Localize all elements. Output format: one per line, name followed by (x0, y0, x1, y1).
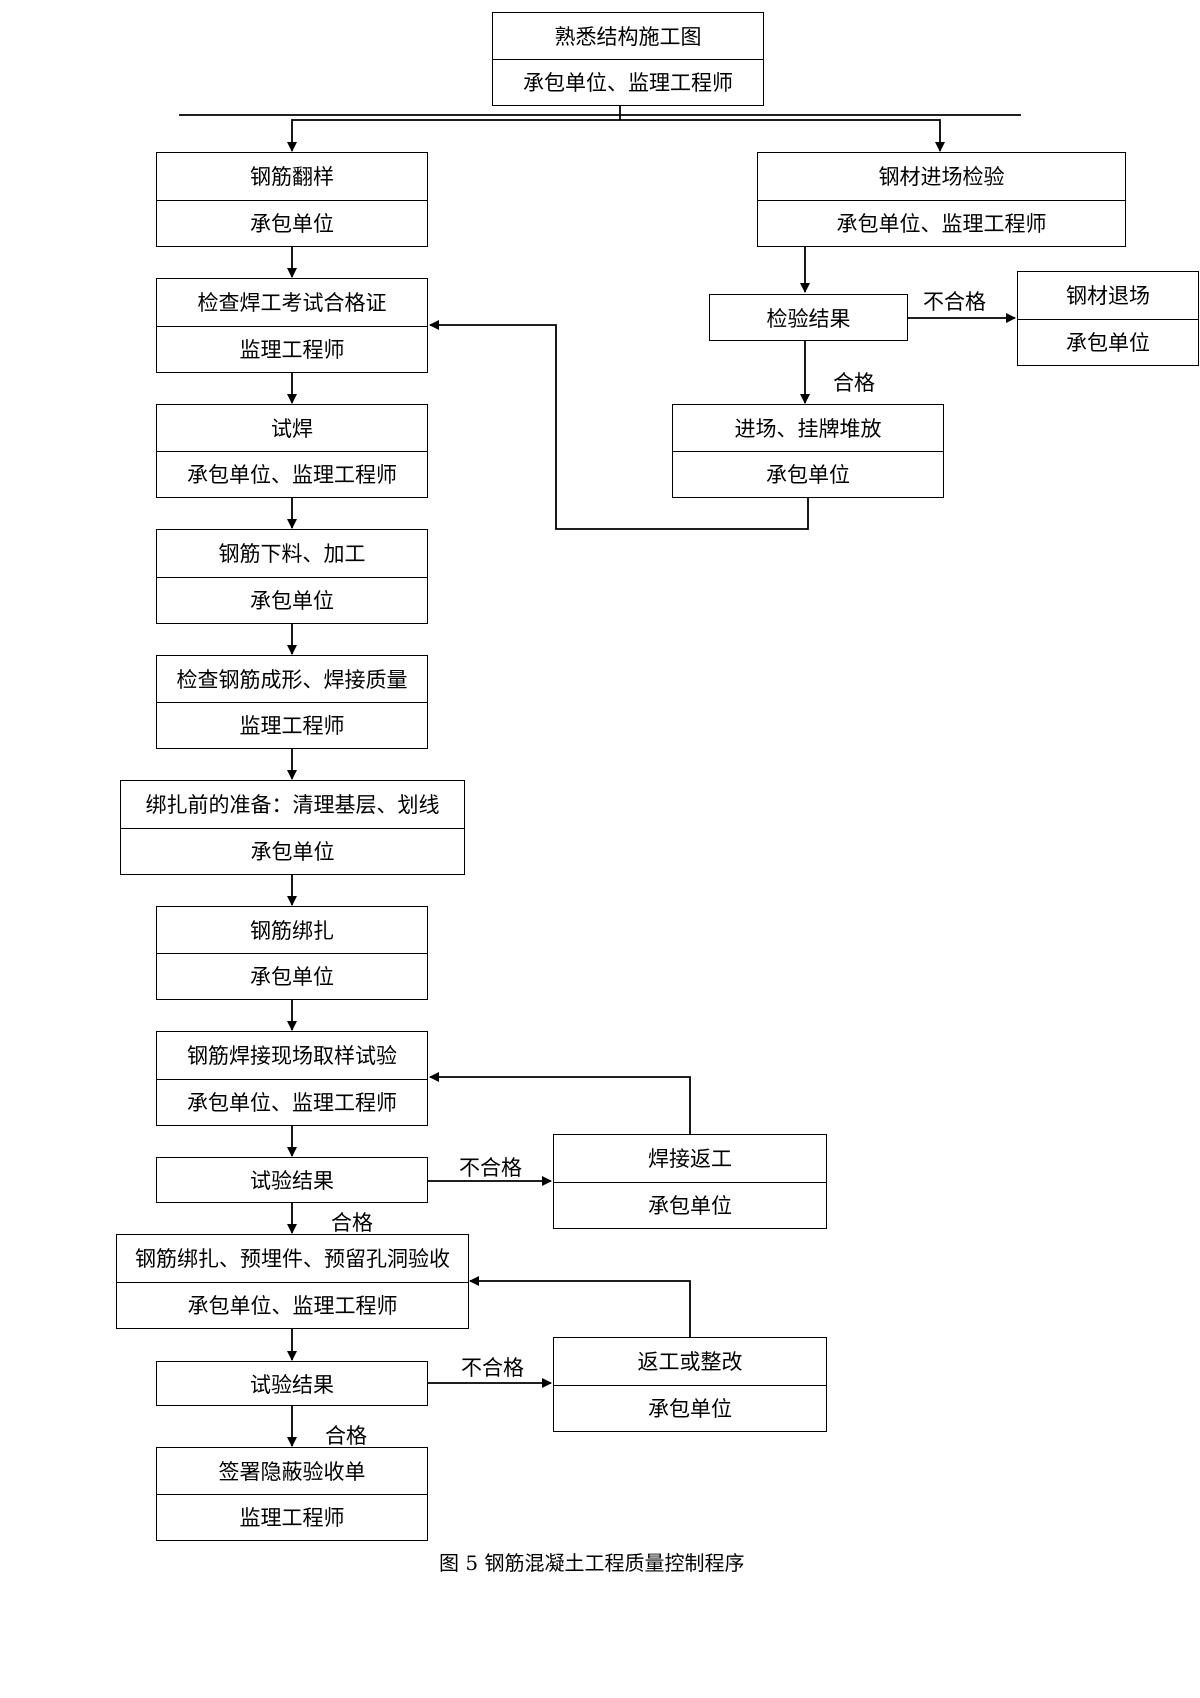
node-title: 检查钢筋成形、焊接质量 (157, 656, 427, 703)
node-rebar-detailing: 钢筋翻样 承包单位 (156, 152, 428, 247)
label-material-fail: 不合格 (923, 290, 986, 314)
node-title: 钢材进场检验 (758, 153, 1125, 201)
node-site-storage: 进场、挂牌堆放 承包单位 (672, 404, 944, 498)
node-trial-weld: 试焊 承包单位、监理工程师 (156, 404, 428, 498)
node-title: 钢筋绑扎 (157, 907, 427, 954)
node-binding-acceptance: 钢筋绑扎、预埋件、预留孔洞验收 承包单位、监理工程师 (116, 1234, 469, 1329)
node-weld-rework: 焊接返工 承包单位 (553, 1134, 827, 1229)
node-binding-prep: 绑扎前的准备：清理基层、划线 承包单位 (120, 780, 465, 875)
node-weld-test-result: 试验结果 (156, 1157, 428, 1203)
conn-split-n3 (620, 119, 945, 152)
node-steel-rejected: 钢材退场 承包单位 (1017, 271, 1199, 366)
node-role: 承包单位、监理工程师 (836, 211, 1047, 236)
node-role: 承包单位、监理工程师 (187, 1090, 397, 1115)
figure-caption: 图 5 钢筋混凝土工程质量控制程序 (439, 1551, 745, 1575)
label-accept-pass: 合格 (325, 1424, 367, 1448)
node-title: 钢筋翻样 (157, 153, 427, 201)
node-title: 钢筋下料、加工 (157, 530, 427, 578)
node-role: 承包单位、监理工程师 (523, 71, 733, 95)
node-read-drawings: 熟悉结构施工图 承包单位、监理工程师 (492, 12, 764, 106)
node-role: 承包单位 (250, 588, 334, 613)
conn-split-n2 (287, 119, 620, 152)
conn-n15-n13 (429, 1072, 691, 1134)
node-role: 承包单位 (766, 463, 850, 487)
conn-n18-n16 (469, 1276, 691, 1337)
node-role: 承包单位 (250, 839, 335, 864)
node-title: 检验结果 (766, 306, 851, 331)
node-role: 监理工程师 (239, 337, 345, 362)
label-material-pass: 合格 (833, 371, 875, 395)
node-role: 监理工程师 (239, 714, 345, 738)
node-cutting-processing: 钢筋下料、加工 承包单位 (156, 529, 428, 624)
node-role: 承包单位 (648, 1396, 732, 1421)
node-rebar-binding: 钢筋绑扎 承包单位 (156, 906, 428, 1000)
node-title: 检查焊工考试合格证 (157, 279, 427, 327)
node-title: 熟悉结构施工图 (493, 13, 763, 60)
node-role: 承包单位 (1066, 330, 1150, 355)
node-inspection-result: 检验结果 (709, 294, 908, 341)
node-title: 试焊 (157, 405, 427, 452)
node-sign-concealed-acceptance: 签署隐蔽验收单 监理工程师 (156, 1447, 428, 1541)
node-role: 承包单位、监理工程师 (187, 1293, 398, 1318)
label-weld-pass: 合格 (331, 1211, 373, 1235)
node-role: 承包单位 (648, 1193, 732, 1218)
node-role: 监理工程师 (239, 1506, 345, 1530)
node-weld-sample-test: 钢筋焊接现场取样试验 承包单位、监理工程师 (156, 1031, 428, 1126)
node-title: 返工或整改 (554, 1338, 826, 1386)
node-role: 承包单位、监理工程师 (187, 463, 397, 487)
node-steel-inspection: 钢材进场检验 承包单位、监理工程师 (757, 152, 1126, 247)
node-acceptance-result: 试验结果 (156, 1361, 428, 1406)
node-rework-rectify: 返工或整改 承包单位 (553, 1337, 827, 1432)
node-title: 焊接返工 (554, 1135, 826, 1183)
node-title: 试验结果 (250, 1169, 334, 1193)
conn-n8-n4 (429, 320, 809, 530)
node-title: 钢材退场 (1018, 272, 1198, 320)
label-weld-fail: 不合格 (459, 1156, 522, 1180)
label-accept-fail: 不合格 (461, 1356, 524, 1380)
node-role: 承包单位 (250, 965, 334, 989)
node-title: 签署隐蔽验收单 (157, 1448, 427, 1495)
node-check-forming-welding: 检查钢筋成形、焊接质量 监理工程师 (156, 655, 428, 749)
node-role: 承包单位 (250, 211, 334, 236)
node-title: 试验结果 (250, 1372, 334, 1397)
node-title: 进场、挂牌堆放 (673, 405, 943, 452)
node-title: 钢筋绑扎、预埋件、预留孔洞验收 (117, 1235, 468, 1283)
node-check-welder-cert: 检查焊工考试合格证 监理工程师 (156, 278, 428, 373)
node-title: 钢筋焊接现场取样试验 (157, 1032, 427, 1080)
node-title: 绑扎前的准备：清理基层、划线 (121, 781, 464, 829)
